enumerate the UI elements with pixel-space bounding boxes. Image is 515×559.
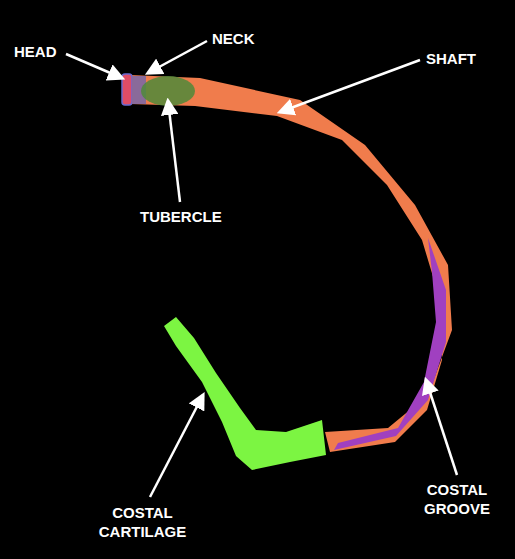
leader-line (66, 54, 122, 78)
leader-line (168, 101, 180, 202)
part-label: NECK (212, 29, 255, 48)
rib-head (122, 74, 132, 105)
part-label: COSTAL GROOVE (405, 480, 509, 518)
leader-line (280, 60, 420, 112)
part-label: HEAD (14, 42, 57, 61)
leader-line (426, 380, 457, 475)
costal-cartilage (164, 317, 326, 470)
leader-line (148, 41, 207, 73)
costal-groove (334, 238, 446, 450)
part-label: COSTAL CARTILAGE (85, 503, 200, 541)
part-label: TUBERCLE (140, 207, 222, 226)
leader-line (150, 395, 203, 497)
part-label: SHAFT (426, 49, 476, 68)
rib-shaft (130, 75, 452, 452)
